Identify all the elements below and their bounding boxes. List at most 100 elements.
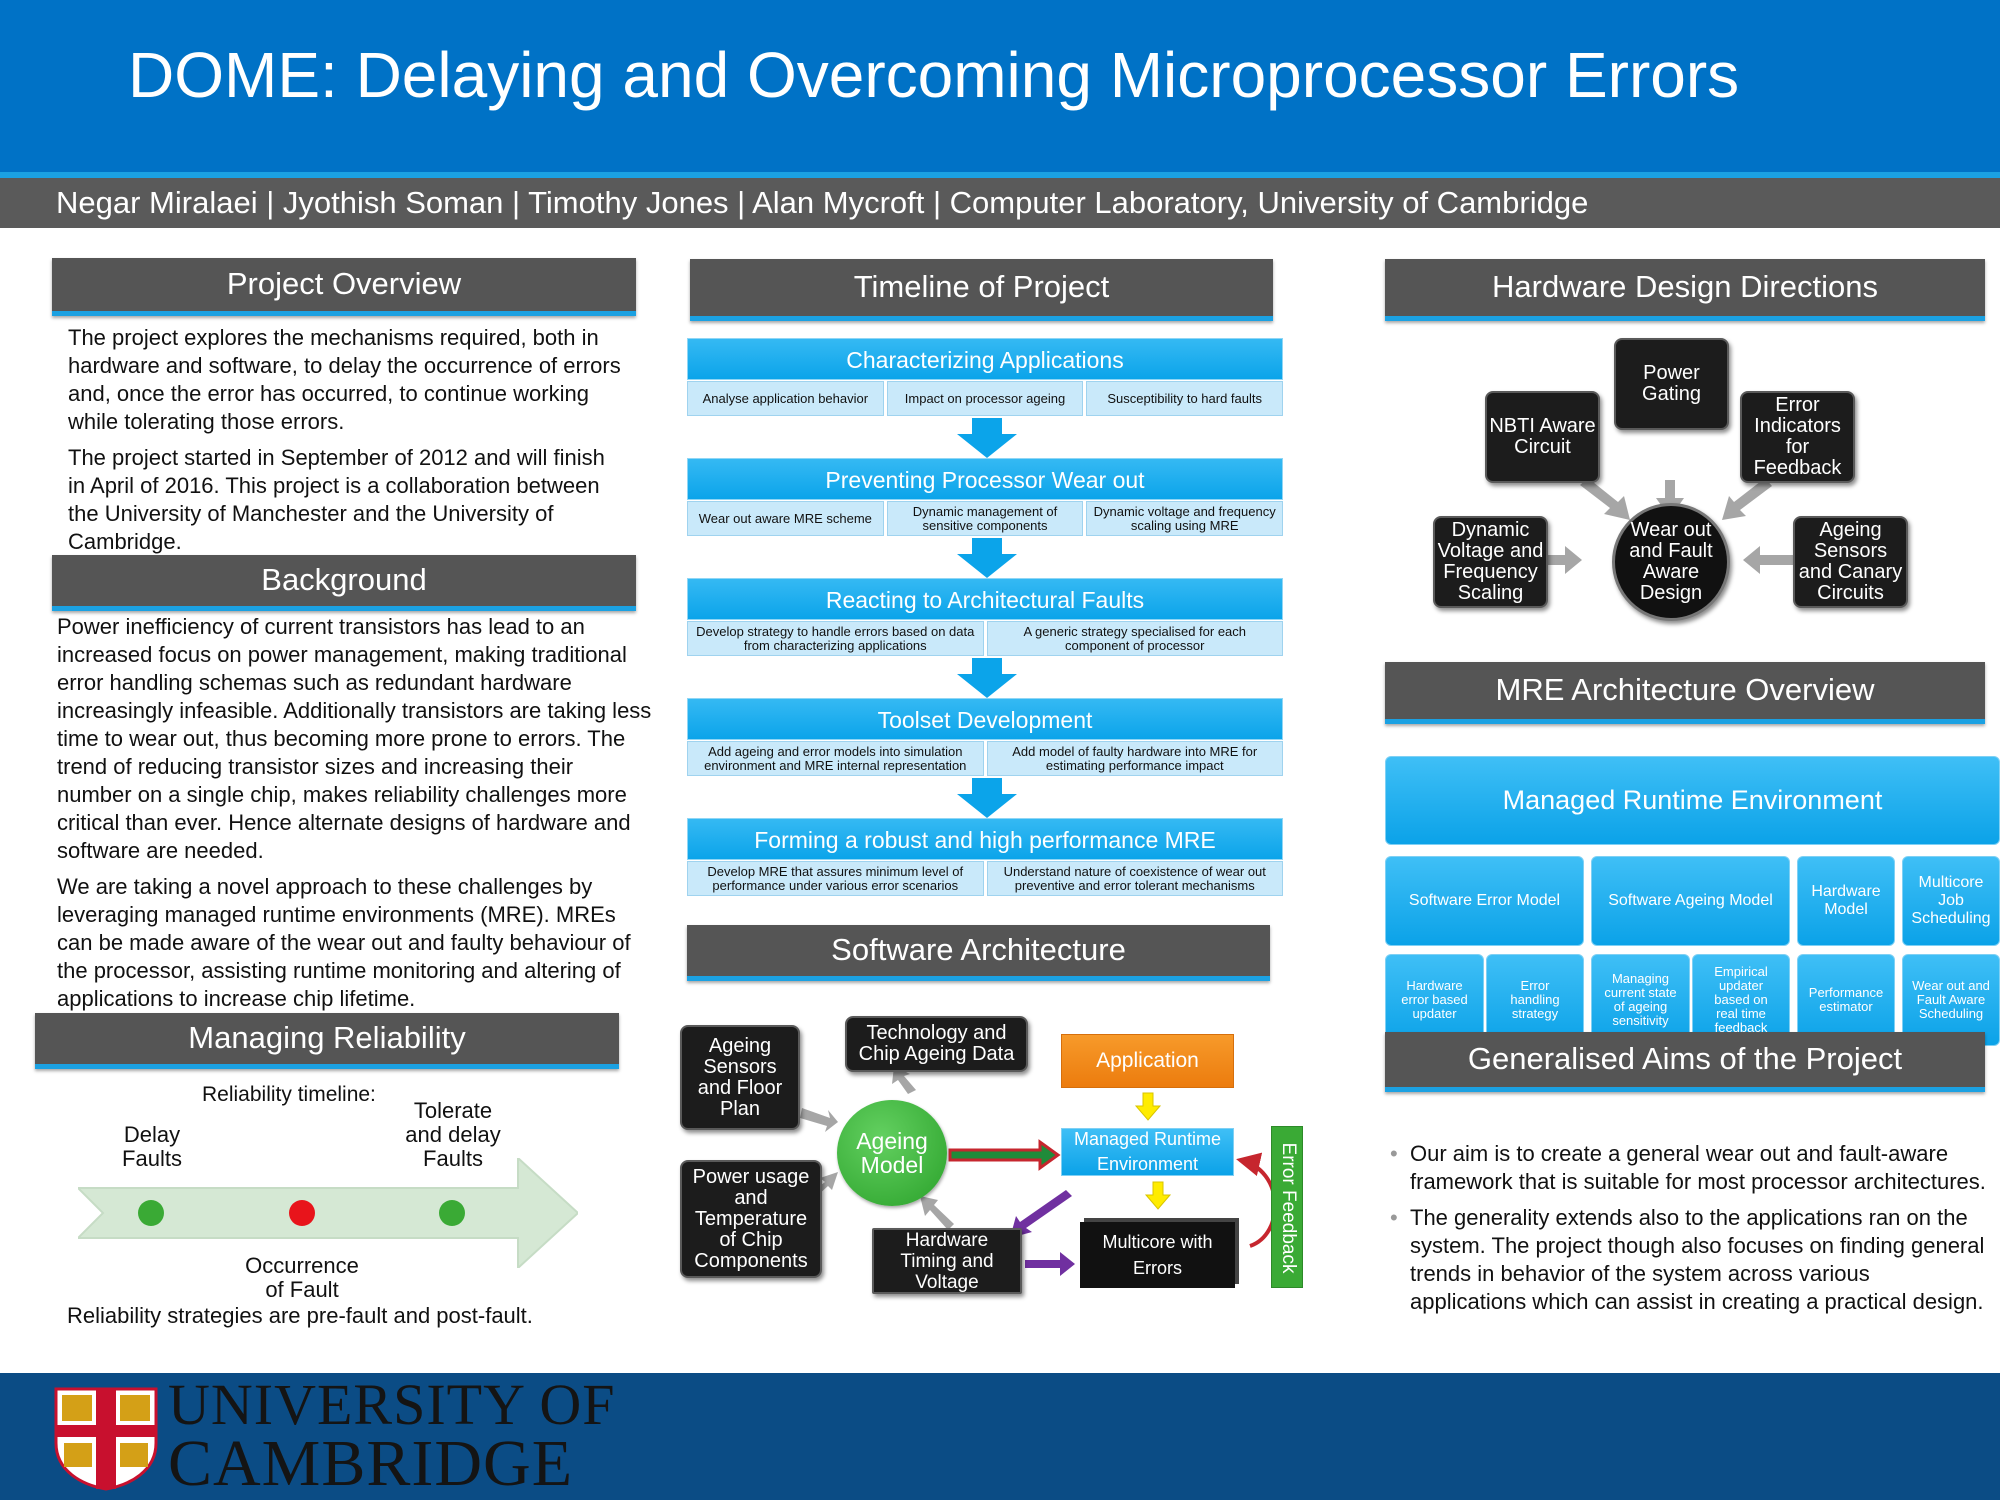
managing-reliability-heading: Managing Reliability — [35, 1013, 619, 1069]
nbti-aware-circuit-block: NBTI Aware Circuit — [1485, 391, 1600, 483]
generalised-aims-heading: Generalised Aims of the Project — [1385, 1032, 1985, 1092]
background-paragraph: Power inefficiency of current transistor… — [57, 614, 652, 863]
wordmark-line-1: UNIVERSITY OF — [168, 1372, 616, 1437]
header-banner — [0, 0, 2000, 175]
wordmark-line-2: CAMBRIDGE — [168, 1427, 574, 1500]
mre-top-block: Managed Runtime Environment — [1385, 756, 2000, 845]
tolerate-fault-marker — [439, 1200, 465, 1226]
hardware-design-heading: Hardware Design Directions — [1385, 259, 1985, 321]
mre-bottom-block: Error handling strategy — [1486, 954, 1584, 1046]
hardware-timing-voltage-block: Hardware Timing and Voltage — [872, 1228, 1022, 1294]
timeline-stage-items: Add ageing and error models into simulat… — [687, 741, 1283, 776]
timeline-item: Impact on processor ageing — [886, 381, 1084, 416]
error-feedback-curve — [1236, 1152, 1278, 1248]
yellow-arrow — [1144, 1181, 1172, 1210]
timeline-item: Analyse application behavior — [687, 381, 884, 416]
background-text: Power inefficiency of current transistor… — [57, 613, 653, 1021]
timeline-item: A generic strategy specialised for each … — [986, 621, 1283, 656]
project-overview-heading: Project Overview — [52, 258, 636, 316]
reliability-timeline-label: Reliability timeline: — [202, 1083, 376, 1106]
timeline-stage-title: Preventing Processor Wear out — [687, 458, 1283, 500]
managed-runtime-environment-block: Managed Runtime Environment — [1061, 1128, 1234, 1176]
reliability-timeline-arrow — [78, 1158, 578, 1268]
header-rule — [0, 172, 2000, 178]
mre-architecture-heading: MRE Architecture Overview — [1385, 662, 1985, 724]
mre-bottom-block: Empirical updater based on real time fee… — [1692, 954, 1790, 1046]
multicore-with-errors-block: Multicore with Errors — [1080, 1222, 1235, 1288]
delay-fault-marker — [138, 1200, 164, 1226]
power-usage-temperature-block: Power usage and Temperature of Chip Comp… — [680, 1160, 822, 1278]
timeline-item: Understand nature of coexistence of wear… — [986, 861, 1283, 896]
timeline-item: Add ageing and error models into simulat… — [687, 741, 984, 776]
dvfs-block: Dynamic Voltage and Frequency Scaling — [1433, 516, 1548, 608]
timeline-item: Develop MRE that assures minimum level o… — [687, 861, 984, 896]
mre-bottom-block: Managing current state of ageing sensiti… — [1591, 954, 1690, 1046]
timeline-stage-title: Toolset Development — [687, 698, 1283, 740]
university-wordmark: UNIVERSITY OF CAMBRIDGE — [168, 1372, 616, 1500]
delay-faults-label: Delay Faults — [122, 1122, 182, 1171]
gray-arrow — [892, 1066, 916, 1094]
timeline-stage-items: Analyse application behavior Impact on p… — [687, 381, 1284, 416]
fault-occurrence-marker — [289, 1200, 315, 1226]
aims-bullet-text: The generality extends also to the appli… — [1410, 1205, 1985, 1314]
ageing-sensors-floor-plan-block: Ageing Sensors and Floor Plan — [680, 1025, 800, 1130]
aims-bullet-item: • Our aim is to create a general wear ou… — [1390, 1140, 1990, 1196]
university-crest-icon — [54, 1387, 158, 1491]
mre-mid-block: Multicore Job Scheduling — [1902, 856, 2000, 946]
timeline-down-arrow — [957, 418, 1017, 458]
timeline-stage-title: Forming a robust and high performance MR… — [687, 818, 1283, 860]
timeline-item: Develop strategy to handle errors based … — [687, 621, 984, 656]
tolerate-faults-label: Tolerate and delay Faults — [405, 1098, 501, 1171]
purple-arrow — [1025, 1252, 1075, 1276]
gray-arrow — [800, 1108, 838, 1132]
timeline-item: Susceptibility to hard faults — [1086, 381, 1284, 416]
background-heading: Background — [52, 555, 636, 611]
aims-bullet-text: Our aim is to create a general wear out … — [1410, 1141, 1986, 1194]
error-indicators-block: Error Indicators for Feedback — [1740, 391, 1855, 483]
error-feedback-bar: Error Feedback — [1271, 1126, 1303, 1288]
gray-arrow — [1722, 478, 1772, 520]
timeline-heading: Timeline of Project — [690, 259, 1273, 321]
wear-out-fault-aware-design-node: Wear out and Fault Aware Design — [1612, 503, 1730, 621]
authors-line: Negar Miralaei | Jyothish Soman | Timoth… — [56, 185, 1589, 220]
bullet-icon: • — [1390, 1141, 1398, 1166]
timeline-item: Dynamic voltage and frequency scaling us… — [1086, 501, 1284, 536]
gray-arrow — [1743, 546, 1795, 574]
aims-bullet-item: • The generality extends also to the app… — [1390, 1204, 1990, 1316]
ageing-model-node: Ageing Model — [837, 1100, 947, 1206]
timeline-stage-items: Wear out aware MRE scheme Dynamic manage… — [687, 501, 1284, 536]
gray-arrow — [1580, 478, 1630, 520]
timeline-stage-items: Develop strategy to handle errors based … — [687, 621, 1283, 656]
timeline-item: Add model of faulty hardware into MRE fo… — [986, 741, 1283, 776]
authors-bar — [0, 178, 2000, 228]
timeline-stage-items: Develop MRE that assures minimum level o… — [687, 861, 1283, 896]
application-block: Application — [1061, 1034, 1234, 1088]
gray-arrow — [1530, 546, 1582, 574]
poster-title: DOME: Delaying and Overcoming Microproce… — [128, 39, 1740, 111]
project-overview-text: The project explores the mechanisms requ… — [68, 324, 628, 564]
mre-mid-block: Software Ageing Model — [1591, 856, 1790, 946]
occurrence-of-fault-label: Occurrence of Fault — [245, 1253, 359, 1302]
timeline-item: Wear out aware MRE scheme — [687, 501, 884, 536]
red-green-arrow — [948, 1139, 1061, 1171]
technology-ageing-data-block: Technology and Chip Ageing Data — [845, 1016, 1028, 1072]
timeline-down-arrow — [957, 778, 1017, 818]
mre-mid-block: Software Error Model — [1385, 856, 1584, 946]
mre-bottom-block: Hardware error based updater — [1385, 954, 1484, 1046]
overview-paragraph: The project explores the mechanisms requ… — [68, 325, 621, 434]
overview-paragraph: The project started in September of 2012… — [68, 445, 605, 554]
error-feedback-label: Error Feedback — [1278, 1142, 1299, 1274]
timeline-down-arrow — [957, 658, 1017, 698]
timeline-down-arrow — [957, 538, 1017, 578]
purple-arrow — [1010, 1190, 1072, 1238]
timeline-stage-title: Characterizing Applications — [687, 338, 1283, 380]
bullet-icon: • — [1390, 1205, 1398, 1230]
timeline-arrow-shape — [78, 1158, 578, 1268]
timeline-stage-title: Reacting to Architectural Faults — [687, 578, 1283, 620]
yellow-arrow — [1134, 1092, 1162, 1121]
mre-bottom-block: Performance estimator — [1797, 954, 1895, 1046]
gray-arrow — [920, 1196, 954, 1230]
reliability-strategies-text: Reliability strategies are pre-fault and… — [67, 1303, 533, 1328]
mre-mid-block: Hardware Model — [1797, 856, 1895, 946]
aims-list: • Our aim is to create a general wear ou… — [1390, 1140, 1990, 1316]
